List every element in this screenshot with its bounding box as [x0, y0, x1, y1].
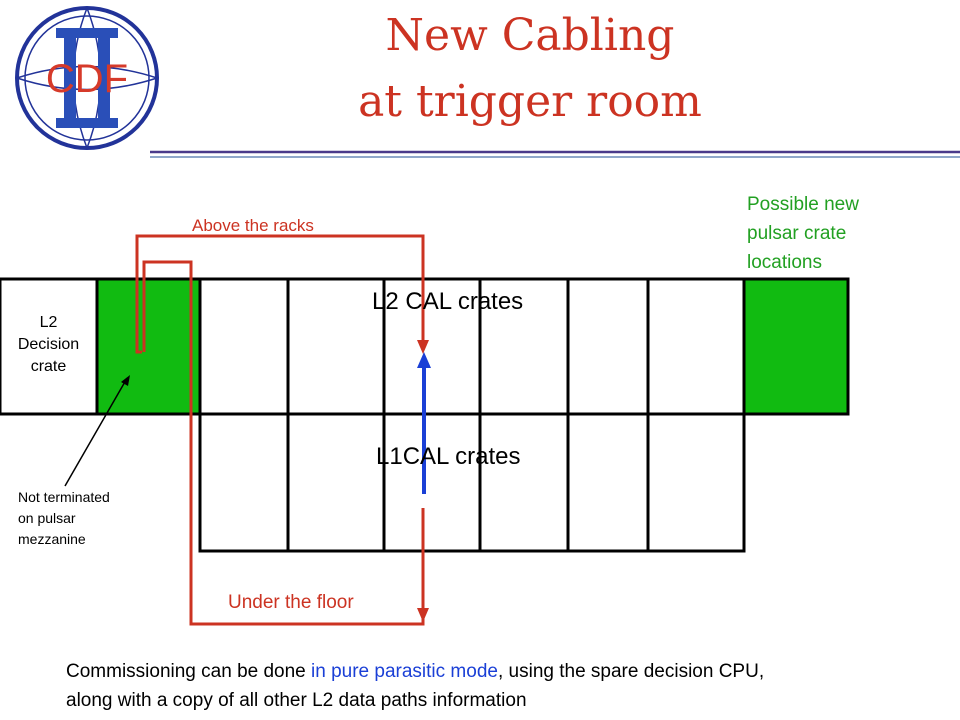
- green-crate-left: [95, 277, 202, 416]
- l2-decision-crate: [0, 277, 99, 416]
- l1cal-crate-6: [646, 412, 746, 553]
- l2cal-crates-label: L2 CAL crates: [372, 288, 524, 315]
- footer-line-2: along with a copy of all other L2 data p…: [66, 690, 527, 711]
- not-terminated-note: Not terminated on pulsar mezzanine: [18, 487, 110, 550]
- cable-above-racks: [135, 234, 425, 354]
- possible-new-line-2: pulsar crate: [747, 223, 847, 244]
- l1cal-crates-label: L1CAL crates: [376, 443, 521, 470]
- footer-pre: Commissioning can be done: [66, 661, 312, 682]
- arrowhead-under: [417, 608, 429, 622]
- green-crate-right: [742, 277, 850, 416]
- l2cal-crate-5: [566, 277, 650, 416]
- footer-highlight: in pure parasitic mode: [311, 661, 498, 682]
- cable-under-floor: [142, 260, 425, 626]
- l2cal-crate-6: [646, 277, 746, 416]
- title-line-2: at trigger room: [358, 76, 702, 127]
- lower-rack-row: [198, 412, 746, 553]
- l2-decision-label: L2 Decision crate: [0, 312, 97, 378]
- l1cal-crate-1: [198, 412, 290, 553]
- footer-note: Commissioning can be done in pure parasi…: [66, 657, 956, 715]
- l2cal-crate-2: [286, 277, 386, 416]
- note-pointer-head: [121, 375, 130, 386]
- blue-arrowhead: [417, 352, 431, 368]
- cdf-logo: CDF: [15, 6, 159, 150]
- logo-text: CDF: [46, 57, 128, 101]
- title-line-1: New Cabling: [385, 10, 675, 61]
- not-terminated-line-2: on pulsar: [18, 510, 76, 526]
- not-terminated-line-1: Not terminated: [18, 489, 110, 505]
- possible-new-line-1: Possible new: [747, 194, 859, 215]
- l2-decision-line-2: Decision: [17, 336, 80, 353]
- note-pointer: [64, 379, 127, 487]
- l2-decision-line-3: crate: [30, 358, 67, 375]
- footer-line-1: Commissioning can be done in pure parasi…: [66, 657, 956, 686]
- not-terminated-line-3: mezzanine: [18, 531, 86, 547]
- l1cal-crate-2: [286, 412, 386, 553]
- l2cal-crate-1: [198, 277, 290, 416]
- arrowhead-above: [417, 340, 429, 354]
- above-racks-label: Above the racks: [192, 216, 314, 235]
- possible-new-line-3: locations: [747, 252, 822, 273]
- footer-post: , using the spare decision CPU,: [497, 661, 765, 682]
- possible-new-locations-label: Possible new pulsar crate locations: [747, 190, 859, 277]
- upper-rack-row: [0, 277, 850, 416]
- l1cal-crate-4: [478, 412, 570, 553]
- under-floor-label: Under the floor: [228, 592, 354, 613]
- l1cal-crate-5: [566, 412, 650, 553]
- l2-decision-line-1: L2: [39, 314, 58, 331]
- l1cal-crate-3: [382, 412, 482, 553]
